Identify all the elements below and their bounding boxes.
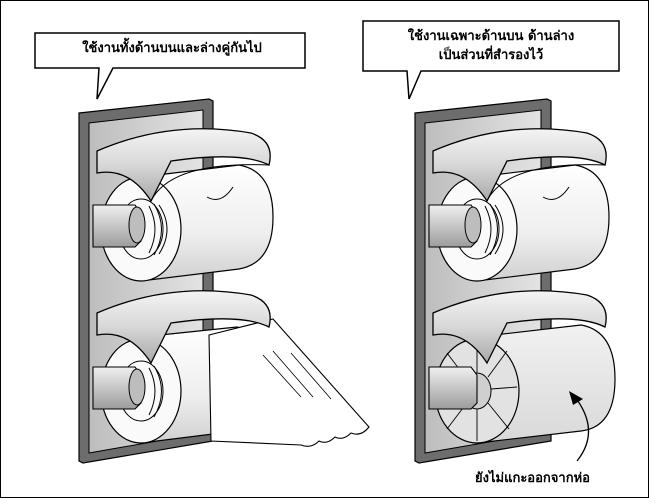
right-caption-line1: ใช้งานเฉพาะด้านบน ด้านล่าง <box>373 27 609 46</box>
wrapped-roll-note: ยังไม่แกะออกจากห่อ <box>475 467 590 488</box>
left-caption: ใช้งานทั้งด้านบนและล่างคู่กันไป <box>41 39 303 58</box>
left-dispenser <box>79 99 369 463</box>
right-dispenser <box>415 99 615 463</box>
right-caption-line2: เป็นส่วนที่สำรองไว้ <box>373 46 609 65</box>
right-caption: ใช้งานเฉพาะด้านบน ด้านล่าง เป็นส่วนที่สำ… <box>373 27 609 65</box>
